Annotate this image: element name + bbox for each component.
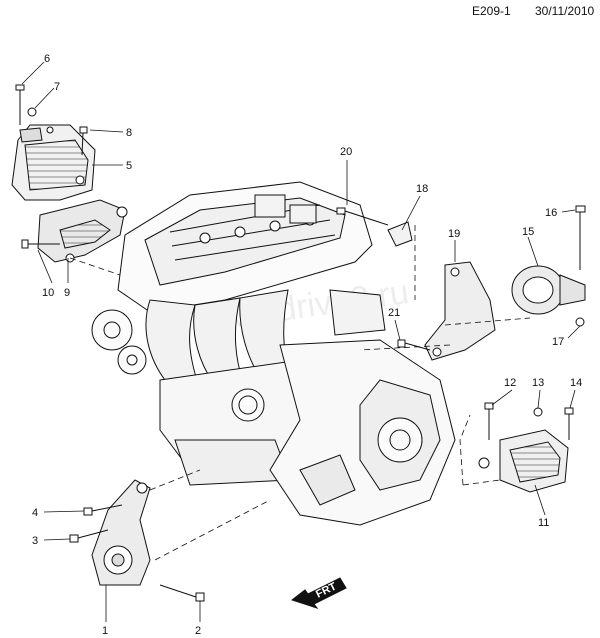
callout-4: 4 <box>32 507 38 519</box>
callout-3: 3 <box>32 535 38 547</box>
callout-14: 14 <box>570 377 582 389</box>
part-mount-upper-left <box>11 124 96 201</box>
part-mount-upper-right <box>511 265 586 315</box>
leader-lines <box>21 61 581 622</box>
callout-2: 2 <box>195 625 201 637</box>
front-direction-arrow: FRT <box>290 577 347 609</box>
part-mount-lower-left <box>91 479 151 586</box>
part-heat-shield <box>387 221 413 247</box>
callout-5: 5 <box>126 160 132 172</box>
callout-20: 20 <box>340 146 352 158</box>
diagram-date: 30/11/2010 <box>535 4 595 18</box>
engine-transaxle-assembly <box>91 181 456 526</box>
arrow-icon <box>290 577 347 609</box>
callout-16: 16 <box>545 207 557 219</box>
callout-17: 17 <box>552 336 564 348</box>
callout-9: 9 <box>64 287 70 299</box>
callout-21: 21 <box>388 307 400 319</box>
callout-11: 11 <box>538 517 549 529</box>
callout-7: 7 <box>54 81 60 93</box>
callout-6: 6 <box>44 53 50 65</box>
part-bracket-right <box>424 261 496 361</box>
assembly-lines <box>69 225 531 561</box>
callout-13: 13 <box>532 377 544 389</box>
part-mount-lower-right <box>478 429 569 493</box>
diagram-code: E209-1 <box>472 4 511 18</box>
bolts <box>15 84 586 602</box>
callout-19: 19 <box>448 228 460 240</box>
callout-1: 1 <box>102 625 108 637</box>
callout-15: 15 <box>522 226 534 238</box>
part-bracket-left <box>37 199 128 263</box>
callout-12: 12 <box>504 377 516 389</box>
callout-8: 8 <box>126 127 132 139</box>
callout-18: 18 <box>416 183 428 195</box>
callout-10: 10 <box>42 287 54 299</box>
